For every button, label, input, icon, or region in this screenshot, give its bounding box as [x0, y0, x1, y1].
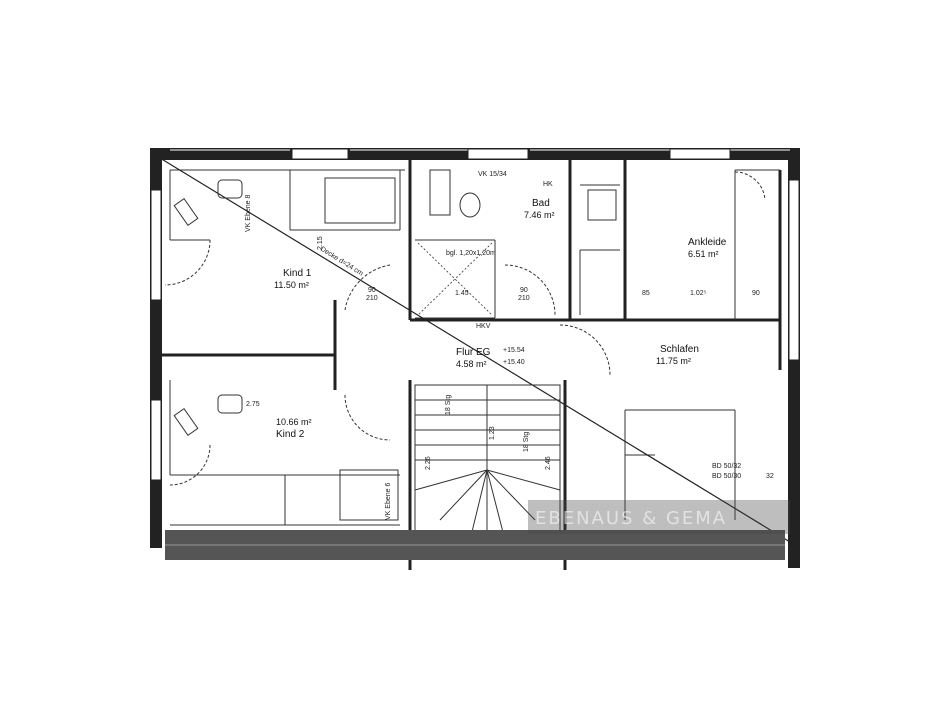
- room-kind1-name: Kind 1: [283, 268, 312, 279]
- dim-32: 32: [766, 473, 774, 480]
- label-vk-kind1: VK Ebene 8: [245, 195, 252, 232]
- room-bad-name: Bad: [532, 198, 550, 209]
- room-flur-area: 4.58 m²: [456, 359, 487, 369]
- label-ceiling: Decke d=24 cm: [319, 246, 364, 278]
- bottom-beam: [165, 530, 785, 560]
- dim-85: 85: [642, 290, 650, 297]
- room-kind2-name: Kind 2: [276, 429, 305, 440]
- label-level1: +15.54: [503, 347, 525, 354]
- label-hkv: HKV: [476, 323, 491, 330]
- room-ankleide-name: Ankleide: [688, 237, 727, 248]
- dim-215: 2.15: [317, 236, 324, 250]
- fixtures: [173, 169, 617, 521]
- dim-123: 1.23: [489, 426, 496, 440]
- room-bad-area: 7.46 m²: [524, 210, 555, 220]
- room-kind1-area: 11.50 m²: [274, 280, 309, 290]
- label-bd2: BD 50/30: [712, 473, 741, 480]
- windows-left: [150, 189, 162, 481]
- windows-top: [291, 148, 731, 160]
- dim-1025: 1.02⁵: [690, 290, 707, 297]
- dim-275: 2.75: [246, 401, 260, 408]
- label-level2: +15.40: [503, 359, 525, 366]
- label-stair2: 18 Stg: [523, 432, 530, 452]
- dim-210-b: 210: [518, 295, 530, 302]
- windows-right: [788, 179, 800, 361]
- room-ankleide-area: 6.51 m²: [688, 249, 719, 259]
- watermark: EBENAUS & GEMA: [528, 500, 790, 534]
- svg-text:EBENAUS & GEMA: EBENAUS & GEMA: [535, 508, 727, 529]
- thin-lines: [169, 169, 780, 526]
- door-swings: [164, 171, 766, 486]
- label-shower: bgl. 1,20x1,20m: [446, 250, 496, 257]
- label-vk-kind2: VK Ebene 6: [385, 483, 392, 520]
- dim-145: 1.45: [455, 290, 469, 297]
- label-stair1: 18 Stg: [445, 395, 452, 415]
- room-flur-name: Flur EG: [456, 347, 491, 358]
- label-vk-bad: VK 15/34: [478, 171, 507, 178]
- dim-90-b: 90: [520, 287, 528, 294]
- label-bd1: BD 50/32: [712, 463, 741, 470]
- dim-90-a: 90: [368, 287, 376, 294]
- dim-226: 2.26: [425, 456, 432, 470]
- dim-90-c: 90: [752, 290, 760, 297]
- dim-246: 2.46: [545, 456, 552, 470]
- staircase: [414, 384, 561, 556]
- dim-210-a: 210: [366, 295, 378, 302]
- room-schlafen-name: Schlafen: [660, 344, 699, 355]
- room-schlafen-area: 11.75 m²: [656, 356, 691, 366]
- shower-tray: [417, 242, 493, 316]
- roof-diagonal: [154, 154, 796, 546]
- label-hk: HK: [543, 181, 553, 188]
- room-kind2-area: 10.66 m²: [276, 417, 312, 427]
